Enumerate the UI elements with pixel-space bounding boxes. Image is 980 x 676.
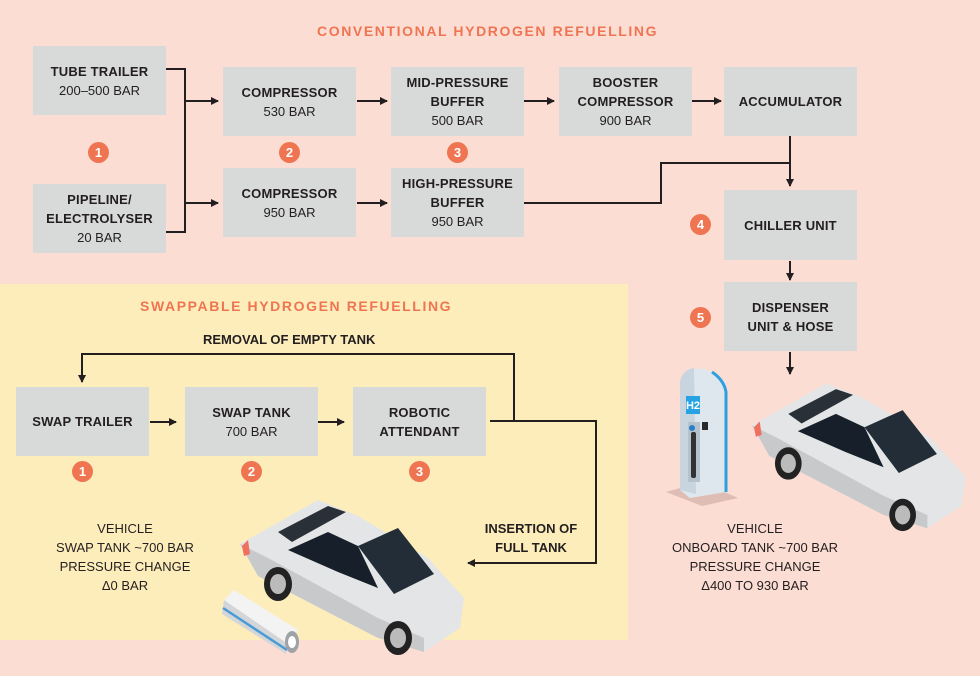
vehicle-line3: PRESSURE CHANGE	[59, 559, 191, 574]
box-booster-compressor: BOOSTER COMPRESSOR 900 BAR	[559, 67, 692, 136]
box-dispenser-unit: DISPENSER UNIT & HOSE	[724, 282, 857, 351]
swap-step-badge-2: 2	[241, 461, 262, 482]
box-title: COMPRESSOR	[241, 185, 338, 201]
box-subtitle: 900 BAR	[599, 113, 652, 128]
box-mid-pressure-buffer: MID-PRESSURE BUFFER 500 BAR	[391, 67, 524, 136]
connector-tube-trailer	[166, 68, 186, 233]
station-h2-text: H2	[686, 400, 700, 412]
step-badge-1: 1	[88, 142, 109, 163]
box-title: BOOSTER COMPRESSOR	[577, 75, 674, 109]
insertion-label-line2: FULL TANK	[495, 540, 567, 555]
box-title: COMPRESSOR	[241, 84, 338, 100]
box-tube-trailer: TUBE TRAILER 200–500 BAR	[33, 46, 166, 115]
box-title: SWAP TRAILER	[32, 414, 133, 429]
hydrogen-tank-icon	[222, 590, 299, 654]
vehicle-line4: Δ400 TO 930 BAR	[701, 578, 809, 593]
box-chiller-unit: CHILLER UNIT	[724, 190, 857, 260]
box-title: PIPELINE/ ELECTROLYSER	[46, 192, 153, 226]
box-compressor-530: COMPRESSOR 530 BAR	[223, 67, 356, 136]
box-title: ACCUMULATOR	[738, 94, 843, 109]
vehicle-line2: SWAP TANK ~700 BAR	[56, 540, 194, 555]
box-title: MID-PRESSURE BUFFER	[406, 75, 509, 109]
insertion-label: INSERTION OF FULL TANK	[476, 519, 586, 557]
box-subtitle: 530 BAR	[263, 103, 316, 119]
box-subtitle: 200–500 BAR	[59, 82, 140, 98]
box-title: CHILLER UNIT	[744, 217, 837, 233]
box-subtitle: 950 BAR	[263, 204, 316, 220]
vehicle-line1: VEHICLE	[727, 521, 783, 536]
insertion-label-line1: INSERTION OF	[484, 521, 578, 536]
box-high-pressure-buffer: HIGH-PRESSURE BUFFER 950 BAR	[391, 168, 524, 237]
box-accumulator: ACCUMULATOR	[724, 67, 857, 136]
vehicle-line1: VEHICLE	[97, 521, 153, 536]
arrow-removal-loop	[78, 353, 515, 421]
box-subtitle: 700 BAR	[225, 423, 278, 439]
car-swappable-icon	[240, 500, 464, 655]
hydrogen-station-icon: H2	[666, 368, 738, 506]
car-conventional-icon	[752, 383, 966, 532]
box-swap-tank: SWAP TANK 700 BAR	[185, 387, 318, 456]
conventional-vehicle-info: VEHICLE ONBOARD TANK ~700 BAR PRESSURE C…	[650, 519, 860, 595]
swap-step-badge-1: 1	[72, 461, 93, 482]
step-badge-2: 2	[279, 142, 300, 163]
box-subtitle: 500 BAR	[431, 113, 484, 128]
vehicle-line2: ONBOARD TANK ~700 BAR	[671, 540, 839, 555]
box-robotic-attendant: ROBOTIC ATTENDANT	[353, 387, 486, 456]
box-subtitle: 950 BAR	[431, 214, 484, 229]
removal-label: REMOVAL OF EMPTY TANK	[203, 332, 376, 347]
box-title: TUBE TRAILER	[50, 63, 149, 79]
conventional-title: CONVENTIONAL HYDROGEN REFUELLING	[317, 23, 659, 39]
box-title: DISPENSER UNIT & HOSE	[747, 299, 834, 334]
swap-step-badge-3: 3	[409, 461, 430, 482]
box-swap-trailer: SWAP TRAILER	[16, 387, 149, 456]
step-badge-4: 4	[690, 214, 711, 235]
box-subtitle: 20 BAR	[77, 230, 122, 245]
connector-high-to-chiller	[524, 162, 790, 204]
box-compressor-950: COMPRESSOR 950 BAR	[223, 168, 356, 237]
box-pipeline-electrolyser: PIPELINE/ ELECTROLYSER 20 BAR	[33, 184, 166, 253]
box-title: HIGH-PRESSURE BUFFER	[402, 176, 513, 210]
swap-vehicle-info: VEHICLE SWAP TANK ~700 BAR PRESSURE CHAN…	[40, 519, 210, 595]
step-badge-3: 3	[447, 142, 468, 163]
vehicle-line3: PRESSURE CHANGE	[689, 559, 821, 574]
box-title: SWAP TANK	[212, 404, 291, 420]
vehicle-line4: Δ0 BAR	[101, 578, 149, 593]
step-badge-5: 5	[690, 307, 711, 328]
arrow-insertion-loop	[467, 420, 597, 567]
swappable-title: SWAPPABLE HYDROGEN REFUELLING	[140, 298, 453, 314]
box-title: ROBOTIC ATTENDANT	[379, 404, 460, 439]
